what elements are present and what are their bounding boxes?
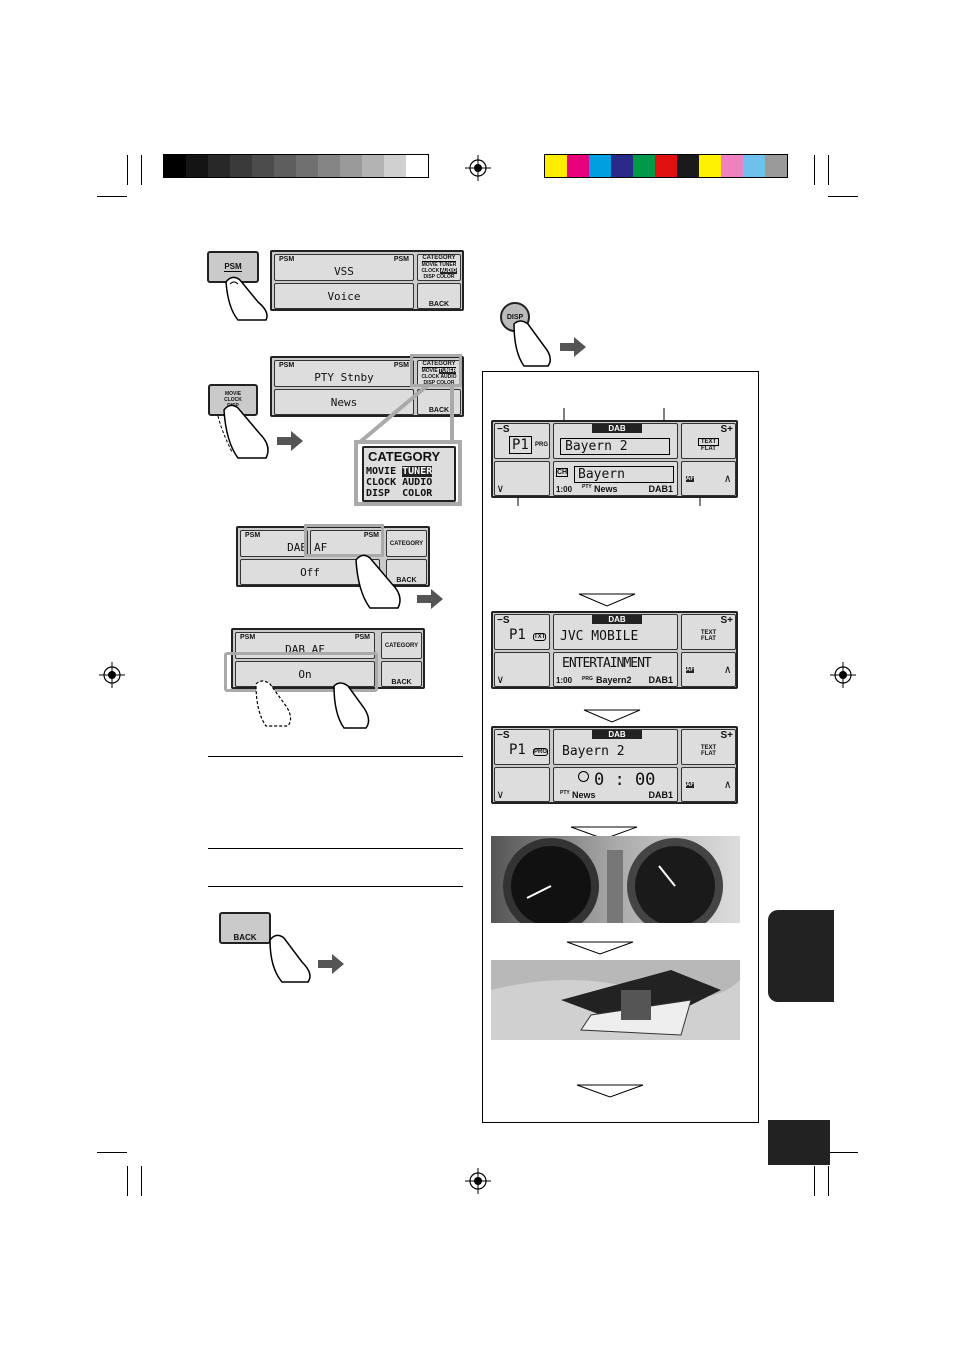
- color-swatch: [252, 155, 274, 177]
- display-step1: PSM PSM VSS Voice CATEGORY MOVIE TUNER C…: [270, 250, 464, 311]
- on-field[interactable]: On: [235, 661, 375, 687]
- arrow-right-icon: [318, 954, 344, 974]
- finger-icon: [217, 404, 269, 459]
- service-label: DAB Bayern 2: [553, 729, 678, 765]
- preset-seek-down[interactable]: −S P1 PRG: [494, 423, 550, 459]
- display-cycle-panel: [482, 371, 759, 1123]
- color-swatch: [721, 155, 743, 177]
- text-flat-button[interactable]: S+ TEXT FLAT: [681, 614, 736, 650]
- color-swatch: [699, 155, 721, 177]
- on-highlight: [224, 652, 378, 692]
- color-bar: [544, 154, 788, 178]
- ensemble-field: CH Bayern 1:00 PTY News DAB1: [553, 461, 678, 496]
- finger-icon: [333, 682, 370, 729]
- category-zoom: CATEGORY MOVIE TUNER CLOCK AUDIO DISP CO…: [362, 446, 456, 502]
- color-swatch: [318, 155, 340, 177]
- color-swatch: [362, 155, 384, 177]
- divider: [208, 886, 463, 887]
- back-hardware-button[interactable]: BACK: [219, 912, 271, 944]
- af-up-button[interactable]: AF ∧: [681, 461, 736, 496]
- category-button[interactable]: CATEGORY MOVIE TUNER CLOCK AUDIO DISP CO…: [417, 254, 461, 281]
- color-swatch: [208, 155, 230, 177]
- color-swatch: [340, 155, 362, 177]
- color-swatch: [611, 155, 633, 177]
- psm-button[interactable]: PSM: [207, 251, 259, 283]
- color-swatch: [655, 155, 677, 177]
- dab-screen-2: −S P1 TXT DAB JVC MOBILE S+ TEXT FLAT ∨ …: [491, 611, 738, 689]
- af-up-button[interactable]: AF ∧: [681, 652, 736, 687]
- color-swatch: [743, 155, 765, 177]
- color-swatch: [296, 155, 318, 177]
- color-swatch: [567, 155, 589, 177]
- back-button[interactable]: BACK: [381, 661, 422, 687]
- dab-screen-1: −S P1 PRG DAB Bayern 2 S+ TEXT FLAT ∨ CH…: [491, 420, 738, 498]
- color-swatch: [406, 155, 428, 177]
- registration-mark-bottom: [465, 1168, 491, 1194]
- category-button[interactable]: CATEGORY: [381, 632, 422, 659]
- dab-screen-3: −S P1 PRG DAB Bayern 2 S+ TEXT FLAT ∨ 0 …: [491, 726, 738, 804]
- dls-line-2: ENTERTAINMENT 1:00 PRG Bayern2 DAB1: [553, 652, 678, 687]
- color-swatch: [186, 155, 208, 177]
- car-animation-image: [491, 960, 740, 1040]
- color-swatch: [677, 155, 699, 177]
- color-swatch: [633, 155, 655, 177]
- pty-standby-field: PSM PSM PTY Stnby: [274, 360, 414, 387]
- arrow-right-icon: [277, 431, 303, 451]
- news-field[interactable]: News: [274, 389, 414, 415]
- color-swatch: [545, 155, 567, 177]
- text-flat-button[interactable]: S+ TEXT FLAT: [681, 423, 736, 459]
- down-arrow-icon: [578, 593, 636, 607]
- finger-icon: [513, 320, 551, 367]
- color-swatch: [164, 155, 186, 177]
- clock-field: 0 : 00 PTY News DAB1: [553, 767, 678, 802]
- registration-mark-left: [99, 662, 125, 688]
- clock-icon: [578, 771, 589, 782]
- color-swatch: [274, 155, 296, 177]
- down-button[interactable]: ∨: [494, 461, 550, 496]
- category-highlight: [410, 354, 462, 387]
- af-up-button[interactable]: AF ∧: [681, 767, 736, 802]
- down-arrow-icon: [570, 826, 638, 840]
- display-step2: PSM PSM PTY Stnby News CATEGORY MOVIE TU…: [270, 356, 464, 417]
- registration-mark-top: [465, 155, 491, 181]
- finger-icon: [225, 276, 268, 321]
- vss-field: PSM PSM VSS: [274, 254, 414, 281]
- dls-line-1: DAB JVC MOBILE: [553, 614, 678, 650]
- dab-field: PSM DAB: [240, 530, 308, 557]
- color-swatch: [230, 155, 252, 177]
- divider: [208, 756, 463, 757]
- arrow-right-icon: [417, 589, 443, 609]
- down-arrow-icon: [576, 1084, 644, 1098]
- af-field[interactable]: PSM AF: [310, 530, 384, 557]
- back-button[interactable]: BACK: [417, 283, 461, 309]
- arrow-right-icon: [560, 337, 586, 357]
- text-flat-button[interactable]: S+ TEXT FLAT: [681, 729, 736, 765]
- preset-seek-down[interactable]: −S P1 PRG: [494, 729, 550, 765]
- psm-button-label: PSM: [224, 262, 242, 272]
- color-swatch: [384, 155, 406, 177]
- service-label: DAB Bayern 2: [553, 423, 678, 459]
- color-swatch: [589, 155, 611, 177]
- category-button[interactable]: CATEGORY: [386, 530, 427, 557]
- down-button[interactable]: ∨: [494, 652, 550, 687]
- back-button[interactable]: BACK: [386, 559, 427, 585]
- down-arrow-icon: [566, 941, 634, 955]
- finger-icon: [269, 934, 311, 983]
- down-arrow-icon: [583, 709, 641, 723]
- af-highlight: [304, 524, 384, 557]
- finger-icon: [355, 554, 401, 609]
- down-button[interactable]: ∨: [494, 767, 550, 802]
- zoom-connector: [358, 383, 454, 444]
- finger-icon: [255, 680, 292, 727]
- gauge-animation-image: [491, 836, 740, 923]
- language-tab: [768, 910, 834, 1002]
- preset-seek-down[interactable]: −S P1 TXT: [494, 614, 550, 650]
- divider: [208, 848, 463, 849]
- voice-field[interactable]: Voice: [274, 283, 414, 309]
- color-swatch: [765, 155, 787, 177]
- registration-mark-right: [830, 662, 856, 688]
- page-number-block: [768, 1120, 830, 1165]
- grayscale-bar: [163, 154, 429, 178]
